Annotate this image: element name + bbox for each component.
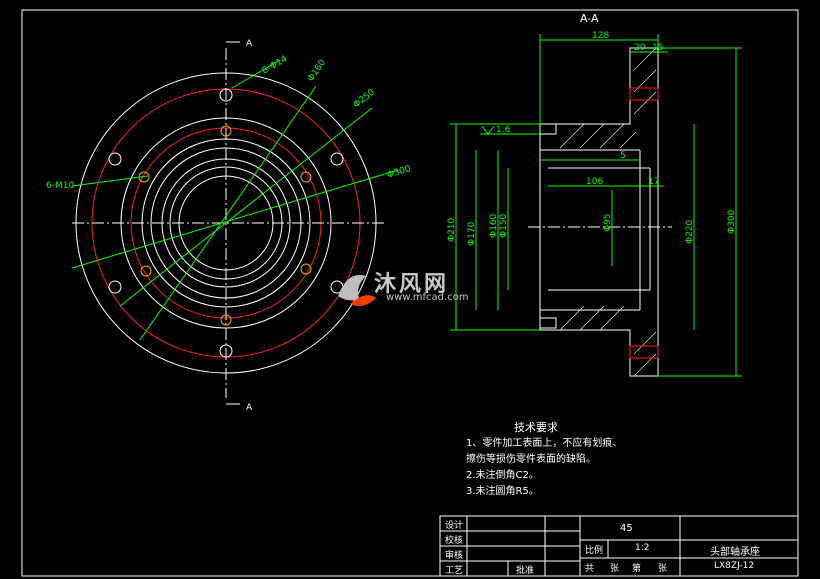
watermark-text: 沐风网 — [374, 272, 450, 297]
note-line: 1、零件加工表面上，不应有划痕、 — [466, 438, 623, 449]
front-view — [71, 41, 399, 405]
label-20: 20 — [634, 43, 646, 53]
label-d220: Φ220 — [685, 219, 695, 244]
section-dimensions — [450, 34, 742, 377]
tb-sheet-no: 第 — [632, 564, 642, 574]
note-line: 3.未注圆角R5。 — [466, 486, 539, 497]
watermark: 沐风网 www.mfcad.com — [330, 268, 500, 308]
label-d300: Φ300 — [386, 164, 412, 181]
threaded-hole-inner — [300, 263, 312, 275]
tb-approve: 批准 — [516, 566, 535, 576]
tapped-hole-top — [539, 123, 557, 135]
label-d210: Φ210 — [447, 217, 457, 242]
bolt-hole-top — [629, 87, 659, 101]
bolt-hole-bottom — [629, 345, 659, 359]
section-view — [528, 47, 672, 377]
label-5: 5 — [620, 151, 626, 161]
label-d95: Φ95 — [603, 213, 613, 232]
bolt-hole-outer — [219, 88, 233, 102]
tb-part-name: 头部轴承座 — [710, 547, 760, 558]
tb-drawing-no: LX8ZJ-12 — [714, 561, 755, 571]
note-line: 2.未注倒角C2。 — [466, 470, 539, 481]
label-15: 15 — [652, 43, 663, 53]
tb-design: 设计 — [445, 521, 464, 531]
notes-title: 技术要求 — [514, 421, 558, 434]
threaded-hole-inner — [220, 314, 232, 326]
tb-scale-label: 比例 — [585, 546, 604, 556]
label-17: 17 — [648, 177, 659, 187]
section-labels: A-A 128 20 15 1.6 5 106 17 Φ210 Φ170 Φ16… — [447, 12, 737, 246]
label-106: 106 — [586, 177, 603, 187]
tb-sheet-unit1: 张 — [610, 564, 620, 574]
tb-scale-value: 1:2 — [635, 543, 650, 553]
section-mark-top: A — [246, 39, 253, 49]
bolt-hole-outer — [108, 152, 122, 166]
title-block-grid — [439, 515, 799, 577]
threaded-hole-inner — [220, 125, 232, 137]
bolt-hole-outer — [330, 152, 344, 166]
section-mark-bottom: A — [246, 403, 253, 413]
label-d160-bore: Φ160 — [489, 213, 499, 238]
note-line: 擦伤等损伤零件表面的缺陷。 — [466, 454, 596, 465]
watermark-logo — [338, 274, 376, 306]
dim-line-d300 — [71, 169, 399, 269]
label-d170: Φ170 — [467, 221, 477, 246]
tb-check: 校核 — [445, 536, 464, 546]
label-d150-bore: Φ150 — [499, 213, 509, 238]
label-roughness: 1.6 — [496, 125, 511, 135]
threaded-hole-inner — [300, 171, 312, 183]
sheet-border — [21, 9, 799, 577]
technical-requirements: 技术要求 1、零件加工表面上，不应有划痕、 擦伤等损伤零件表面的缺陷。 2.未注… — [466, 420, 622, 500]
tb-material: 45 — [620, 523, 633, 534]
label-d300-flange: Φ300 — [727, 209, 737, 234]
bolt-hole-outer — [219, 344, 233, 358]
leader-6-d14 — [231, 59, 281, 89]
label-6-d14: 6-Φ14 — [261, 54, 290, 77]
label-d160: Φ160 — [306, 58, 328, 84]
tb-review: 审核 — [445, 551, 464, 561]
tb-sheet-total: 共 — [585, 564, 595, 574]
watermark-url: www.mfcad.com — [386, 292, 469, 303]
tapped-hole-bottom — [539, 317, 557, 329]
threaded-hole-inner — [140, 265, 152, 277]
label-128: 128 — [592, 31, 609, 41]
label-d250: Φ250 — [352, 87, 377, 110]
leader-6-m10 — [71, 175, 149, 187]
bolt-hole-outer — [108, 280, 122, 294]
tb-process: 工艺 — [445, 566, 464, 576]
dim-line-d160 — [139, 85, 317, 341]
dim-line-d250 — [119, 107, 373, 307]
label-6-m10: 6-M10 — [46, 181, 74, 191]
tb-sheet-unit2: 张 — [658, 564, 668, 574]
section-title: A-A — [580, 12, 599, 25]
